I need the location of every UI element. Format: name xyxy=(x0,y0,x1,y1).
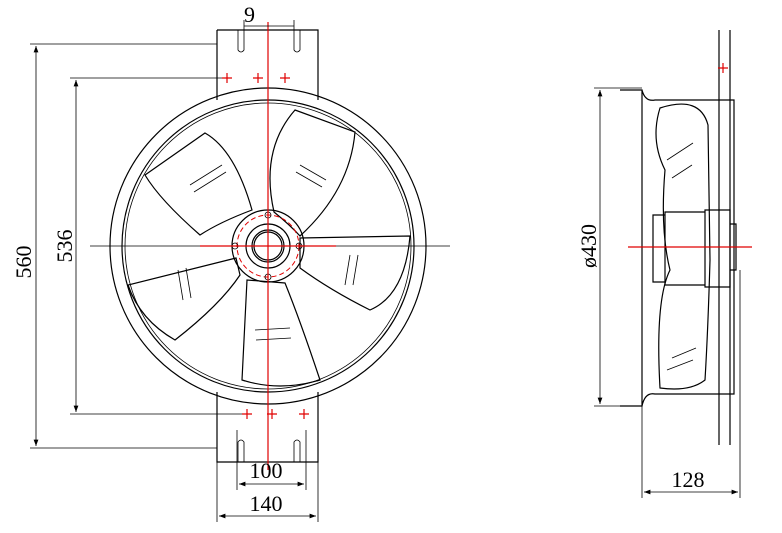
dim-overall-height: 560 xyxy=(11,246,36,279)
dim-slot-width: 9 xyxy=(244,2,255,27)
dim-hole-spacing-horizontal: 100 xyxy=(250,458,283,483)
fan-blades xyxy=(127,109,411,387)
side-view xyxy=(594,30,752,498)
dim-depth: 128 xyxy=(672,467,705,492)
mounting-holes xyxy=(222,73,309,419)
side-blade xyxy=(655,103,711,390)
front-view xyxy=(30,20,450,522)
dim-diameter: ø430 xyxy=(576,224,601,268)
dim-bracket-width: 140 xyxy=(250,491,283,516)
blade-slots xyxy=(177,164,359,341)
dim-hole-spacing-vertical: 536 xyxy=(52,230,77,263)
